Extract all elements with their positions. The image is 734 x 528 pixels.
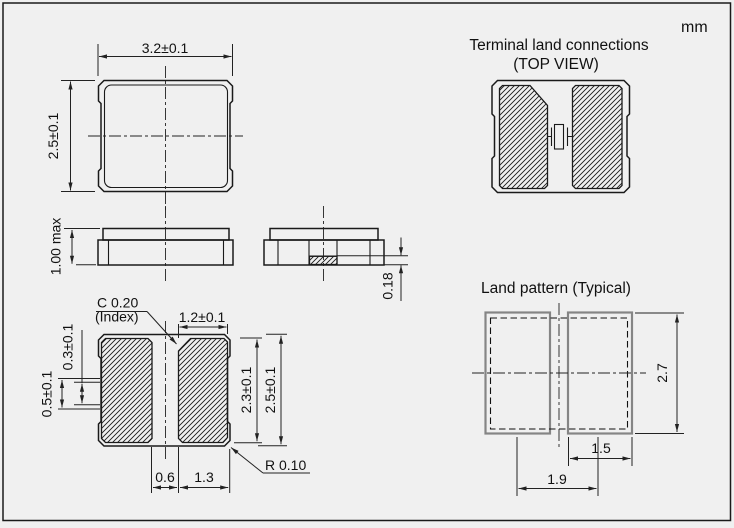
dim-castellation-inner-label: 0.3±0.1	[60, 323, 76, 370]
land-pattern-view: Land pattern (Typical) 2.7 1.5 1.9	[472, 280, 684, 496]
package-outline	[491, 79, 631, 194]
terminal-land-title: Terminal land connections	[469, 37, 648, 54]
dim-max-height: 1.00 max	[48, 218, 100, 276]
dim-max-height-label: 1.00 max	[48, 218, 64, 276]
package-top-view: 3.2±0.1 2.5±0.1	[45, 40, 243, 211]
dim-pad-width-label: 1.2±0.1	[179, 309, 226, 325]
dim-pad-span-label: 1.3	[194, 469, 214, 485]
lid-profile	[102, 227, 230, 241]
centerlines	[472, 303, 646, 448]
dim-land-height-label: 2.7	[654, 363, 670, 383]
dim-pad-height-label: 2.3±0.1	[238, 366, 254, 413]
dim-pad-gap-label: 0.6	[155, 469, 175, 485]
dim-castellation-outer-label: 0.5±0.1	[39, 370, 55, 417]
terminal-1-pad	[498, 84, 549, 190]
package-outline	[97, 333, 231, 447]
dim-land-width-label: 1.5	[591, 440, 611, 456]
centerlines	[88, 66, 243, 211]
dim-land-width: 1.5	[568, 437, 633, 466]
chamfer-callout: C 0.20 (Index)	[95, 295, 177, 345]
dim-body-height-label: 2.5±0.1	[262, 366, 278, 413]
terminal-land-subtitle: (TOP VIEW)	[513, 56, 599, 73]
terminal-land-view: Terminal land connections (TOP VIEW)	[469, 37, 649, 194]
land-pattern-title: Land pattern (Typical)	[481, 280, 631, 297]
terminal-2-pad	[571, 84, 623, 190]
lid-profile	[269, 227, 379, 241]
left-terminal-pad	[100, 337, 153, 444]
package-outline	[97, 79, 234, 193]
dim-castellation: 0.5±0.1 0.3±0.1	[39, 323, 100, 417]
dim-electrode-thickness-label: 0.18	[380, 272, 396, 299]
dim-pad-height: 2.3±0.1	[234, 337, 262, 444]
package-front-view: 1.00 max	[48, 206, 234, 284]
dim-land-pitch-label: 1.9	[547, 471, 567, 487]
right-terminal-pad	[177, 337, 229, 444]
radius-label: R 0.10	[265, 457, 306, 473]
castellation-lines	[107, 240, 225, 265]
radius-callout: R 0.10	[230, 447, 310, 474]
dim-land-height: 2.7	[635, 312, 684, 434]
dim-width-label: 3.2±0.1	[142, 40, 189, 56]
dim-electrode-thickness: 0.18	[337, 237, 408, 301]
chamfer-note-label: (Index)	[95, 309, 139, 325]
chamfer-label: C 0.20	[97, 295, 138, 311]
castellation-lines	[277, 240, 371, 265]
unit-label: mm	[681, 19, 708, 36]
package-side-view: 0.18	[263, 206, 408, 301]
dim-height-label: 2.5±0.1	[45, 112, 61, 159]
dim-bottom-row: 0.6 1.3	[151, 447, 231, 493]
dim-land-pitch: 1.9	[516, 437, 599, 496]
dim-body-height: 2.5±0.1	[258, 333, 287, 447]
sheet-border	[2, 2, 732, 522]
package-bottom-view: C 0.20 (Index) 1.2±0.1 0.5±0.1 0.3±0.1 2…	[39, 295, 310, 493]
crystal-symbol-icon	[547, 123, 573, 150]
dim-pad-width: 1.2±0.1	[178, 309, 228, 338]
dim-width: 3.2±0.1	[97, 40, 233, 76]
dim-height: 2.5±0.1	[45, 80, 95, 192]
